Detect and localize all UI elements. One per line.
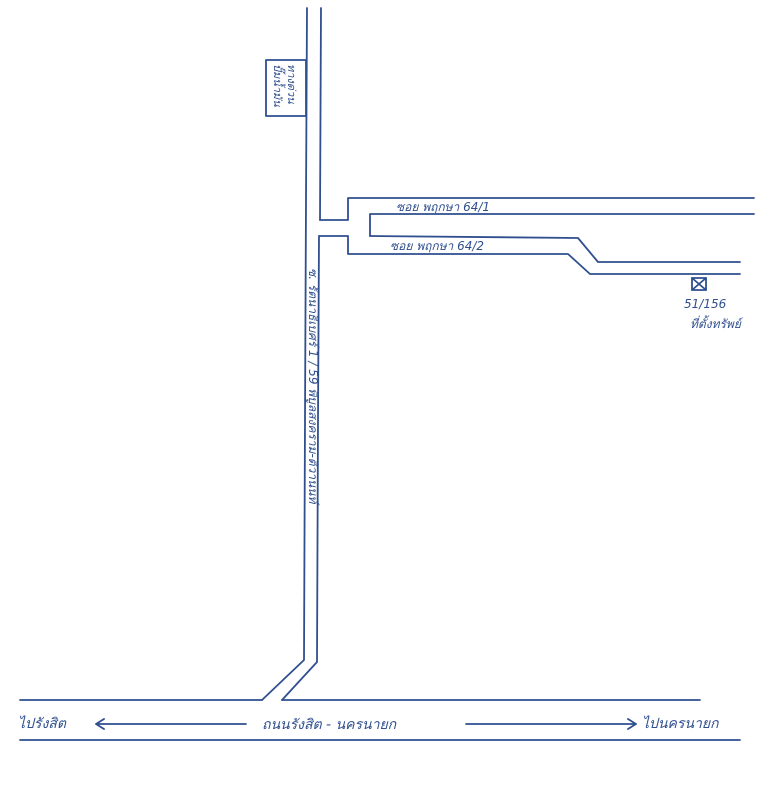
house-marker-icon bbox=[691, 277, 707, 291]
main-road-edges bbox=[19, 699, 741, 741]
soi-2-edges bbox=[318, 235, 741, 275]
main-soi-right-edge bbox=[281, 7, 322, 701]
main-soi-left-edge bbox=[261, 7, 308, 701]
right-direction-label: ไปนครนายก bbox=[642, 715, 720, 732]
landmark-box bbox=[265, 59, 307, 117]
landmark-label-line1: ปั๊มน้ำมัน bbox=[271, 64, 286, 107]
left-direction-label: ไปรังสิต bbox=[18, 715, 67, 732]
soi-1-edges bbox=[319, 197, 755, 237]
soi-1-label: ซอย พฤกษา 64/1 bbox=[396, 200, 490, 214]
main-road-name: ถนนรังสิต - นครนายก bbox=[262, 717, 398, 733]
soi-2-label: ซอย พฤกษา 64/2 bbox=[390, 239, 484, 253]
property-label: ที่ตั้งทรัพย์ bbox=[690, 315, 744, 331]
landmark-label-line2: ทางด่วน bbox=[285, 64, 298, 104]
right-arrow bbox=[465, 718, 637, 730]
left-arrow bbox=[95, 718, 247, 730]
property-number: 51/156 bbox=[684, 297, 727, 311]
main-soi-label: ซ. รัตนาธิเบศร์ 1 / 59 พิบูลสงคราม-ติวาน… bbox=[305, 268, 320, 506]
